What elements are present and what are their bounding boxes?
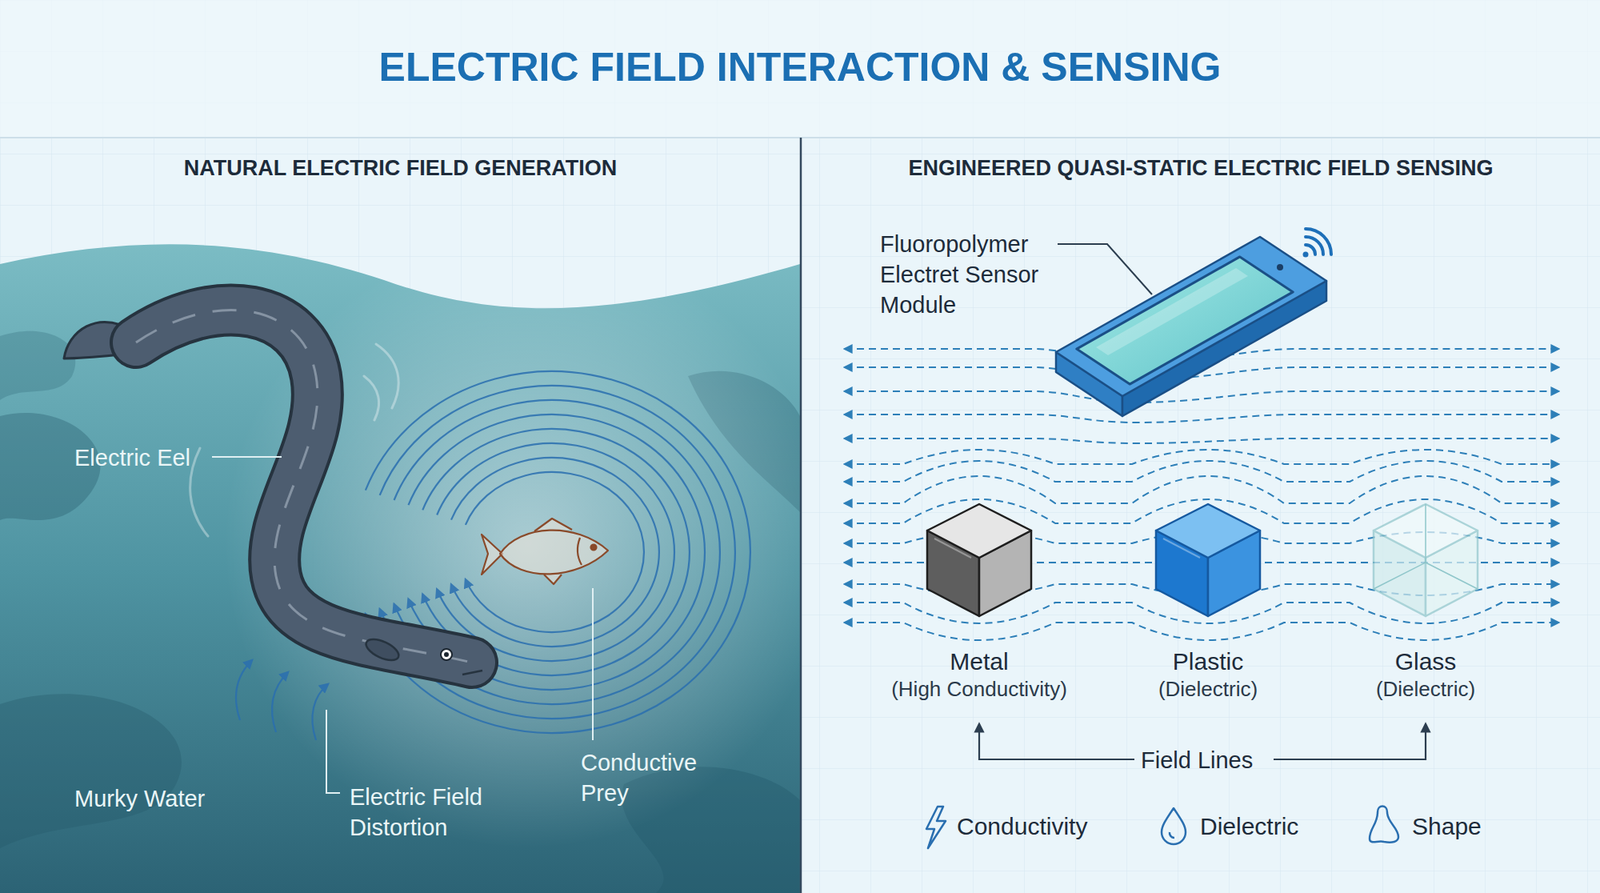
cube-faces <box>1373 504 1478 616</box>
material-cube: Plastic(Dielectric) <box>1112 500 1304 702</box>
cube-faces <box>1156 504 1260 616</box>
fish-tail <box>481 534 503 575</box>
part-label: Electric Eel <box>74 442 283 473</box>
material-cube: Glass(Dielectric) <box>1329 500 1522 702</box>
eel-fin <box>363 635 402 665</box>
field-line <box>451 457 660 647</box>
shape-icon <box>1369 806 1399 843</box>
bracket-arm <box>979 724 1135 760</box>
droplet-icon <box>1161 808 1186 844</box>
water-swirls <box>0 240 832 893</box>
leader-line <box>1057 244 1152 295</box>
prey-fish <box>481 518 608 584</box>
module-top <box>1056 236 1327 396</box>
fish-fin <box>544 574 562 584</box>
material-property: (Dielectric) <box>1329 676 1522 702</box>
field-line <box>844 414 1559 423</box>
material-name: Metal <box>871 647 1088 676</box>
panel-heading: ENGINEERED QUASI-STATIC ELECTRIC FIELD S… <box>801 152 1600 184</box>
cube-highlight <box>934 538 972 558</box>
field-line <box>236 660 252 720</box>
module-screen <box>1076 256 1293 384</box>
panel-divider <box>800 137 803 893</box>
swirl <box>0 331 76 400</box>
field-line <box>394 400 720 704</box>
part-label: Fluoropolymer Electret Sensor Module <box>880 228 1068 320</box>
panel-heading: NATURAL ELECTRIC FIELD GENERATION <box>0 152 801 184</box>
cube-face <box>1156 504 1260 558</box>
leader-line <box>212 456 282 458</box>
material-property: (Dielectric) <box>1112 676 1304 702</box>
eel-pupil <box>444 652 449 657</box>
wireless-icon <box>1303 228 1332 258</box>
part-label: Conductive Prey <box>580 747 741 808</box>
droplet-icon <box>1169 832 1175 838</box>
wireless-arc <box>1305 236 1324 255</box>
legend-label: Dielectric <box>1200 812 1299 841</box>
screen-glare <box>1096 268 1248 356</box>
eel-mouth <box>462 670 483 675</box>
cube-hidden-edge <box>1373 504 1478 589</box>
fish-body <box>500 530 608 575</box>
cube-shape <box>923 500 1036 620</box>
cube-faces <box>927 504 1032 616</box>
part-label: Murky Water <box>74 783 283 814</box>
material-cube: Metal(High Conductivity) <box>871 500 1088 702</box>
field-line <box>844 438 1559 444</box>
streak <box>364 376 380 420</box>
field-line <box>844 391 1559 403</box>
swirl <box>0 693 182 848</box>
field-line <box>844 449 1559 464</box>
leader-line <box>326 709 340 793</box>
sensor-module <box>1056 236 1327 416</box>
wireless-dot <box>1303 252 1309 258</box>
leader-line <box>592 588 594 740</box>
eel-lateral-line <box>136 309 472 663</box>
material-name: Glass <box>1329 647 1522 676</box>
wireless-arc <box>1305 228 1332 255</box>
fish-eye <box>591 544 597 551</box>
legend-label: Shape <box>1412 812 1482 841</box>
page-title: ELECTRIC FIELD INTERACTION & SENSING <box>0 43 1600 92</box>
leader-lines <box>212 456 593 793</box>
material-name: Plastic <box>1112 647 1304 676</box>
streak <box>190 448 208 536</box>
eel-eye <box>440 648 452 660</box>
cube-shape <box>1369 500 1482 620</box>
dashed-field-lines <box>844 348 1559 640</box>
header-band <box>0 0 1600 138</box>
bracket-arm <box>1273 724 1426 760</box>
cube-highlight <box>1163 538 1200 558</box>
eel-body <box>136 309 472 663</box>
eel-outline <box>136 309 472 663</box>
material-property: (High Conductivity) <box>871 676 1088 702</box>
field-line <box>436 443 675 661</box>
electric-eel <box>64 309 483 675</box>
part-label: Electric Field Distortion <box>349 781 534 843</box>
bracket-label: Field Lines <box>1140 744 1277 776</box>
field-line <box>272 672 288 732</box>
panel-band: NATURAL ELECTRIC FIELD GENERATION <box>0 137 801 893</box>
cube-shape <box>1152 500 1264 620</box>
module-camera <box>1276 264 1284 271</box>
wireless-arc <box>1305 244 1316 255</box>
field-line <box>465 472 644 632</box>
water-scene <box>0 240 832 893</box>
lightning-icon <box>926 806 946 848</box>
field-line <box>844 622 1559 640</box>
fish-gill <box>577 537 582 565</box>
cube-face <box>927 504 1032 558</box>
legend-icons <box>926 806 1399 849</box>
field-line <box>844 476 1559 504</box>
legend-label: Conductivity <box>956 812 1088 841</box>
